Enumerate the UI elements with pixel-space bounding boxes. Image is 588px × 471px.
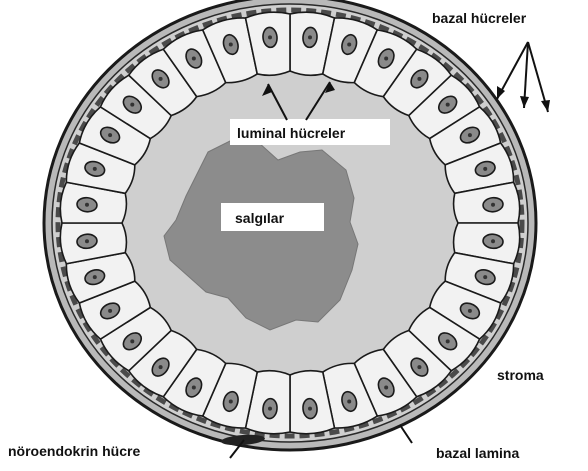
basal-lamina-pointer bbox=[400, 425, 412, 443]
nucleolus bbox=[130, 103, 134, 107]
nucleolus bbox=[159, 365, 163, 369]
nucleolus bbox=[417, 365, 421, 369]
nucleolus bbox=[446, 103, 450, 107]
nucleolus bbox=[417, 77, 421, 81]
label-basal-cells: bazal hücreler bbox=[432, 10, 527, 26]
nucleolus bbox=[468, 309, 472, 313]
nucleolus bbox=[159, 77, 163, 81]
nucleolus bbox=[384, 385, 388, 389]
label-neuroendocrine-cell: nöroendokrin hücre bbox=[8, 443, 140, 459]
nucleolus bbox=[446, 339, 450, 343]
nucleolus bbox=[108, 309, 112, 313]
nucleolus bbox=[491, 239, 495, 243]
nucleolus bbox=[108, 133, 112, 137]
nucleolus bbox=[93, 167, 97, 171]
nucleolus bbox=[268, 35, 272, 39]
nucleolus bbox=[468, 133, 472, 137]
label-stroma: stroma bbox=[497, 367, 544, 383]
nucleolus bbox=[347, 43, 351, 47]
arrowhead-basal-3 bbox=[541, 100, 550, 112]
label-luminal-cells: luminal hücreler bbox=[237, 125, 346, 141]
nucleolus bbox=[229, 43, 233, 47]
nucleolus bbox=[384, 57, 388, 61]
nucleolus bbox=[192, 57, 196, 61]
nucleolus bbox=[308, 407, 312, 411]
nucleolus bbox=[192, 385, 196, 389]
arrowhead-basal-2 bbox=[520, 96, 529, 108]
label-basal-lamina: bazal lamina bbox=[436, 445, 519, 461]
nucleolus bbox=[229, 399, 233, 403]
nucleolus bbox=[483, 167, 487, 171]
nucleolus bbox=[85, 203, 89, 207]
nucleolus bbox=[130, 339, 134, 343]
label-secretions: salgılar bbox=[235, 210, 285, 226]
nucleolus bbox=[347, 399, 351, 403]
nucleolus bbox=[308, 35, 312, 39]
nucleolus bbox=[268, 407, 272, 411]
nucleolus bbox=[483, 275, 487, 279]
nucleolus bbox=[491, 203, 495, 207]
nucleolus bbox=[85, 239, 89, 243]
nucleolus bbox=[93, 275, 97, 279]
